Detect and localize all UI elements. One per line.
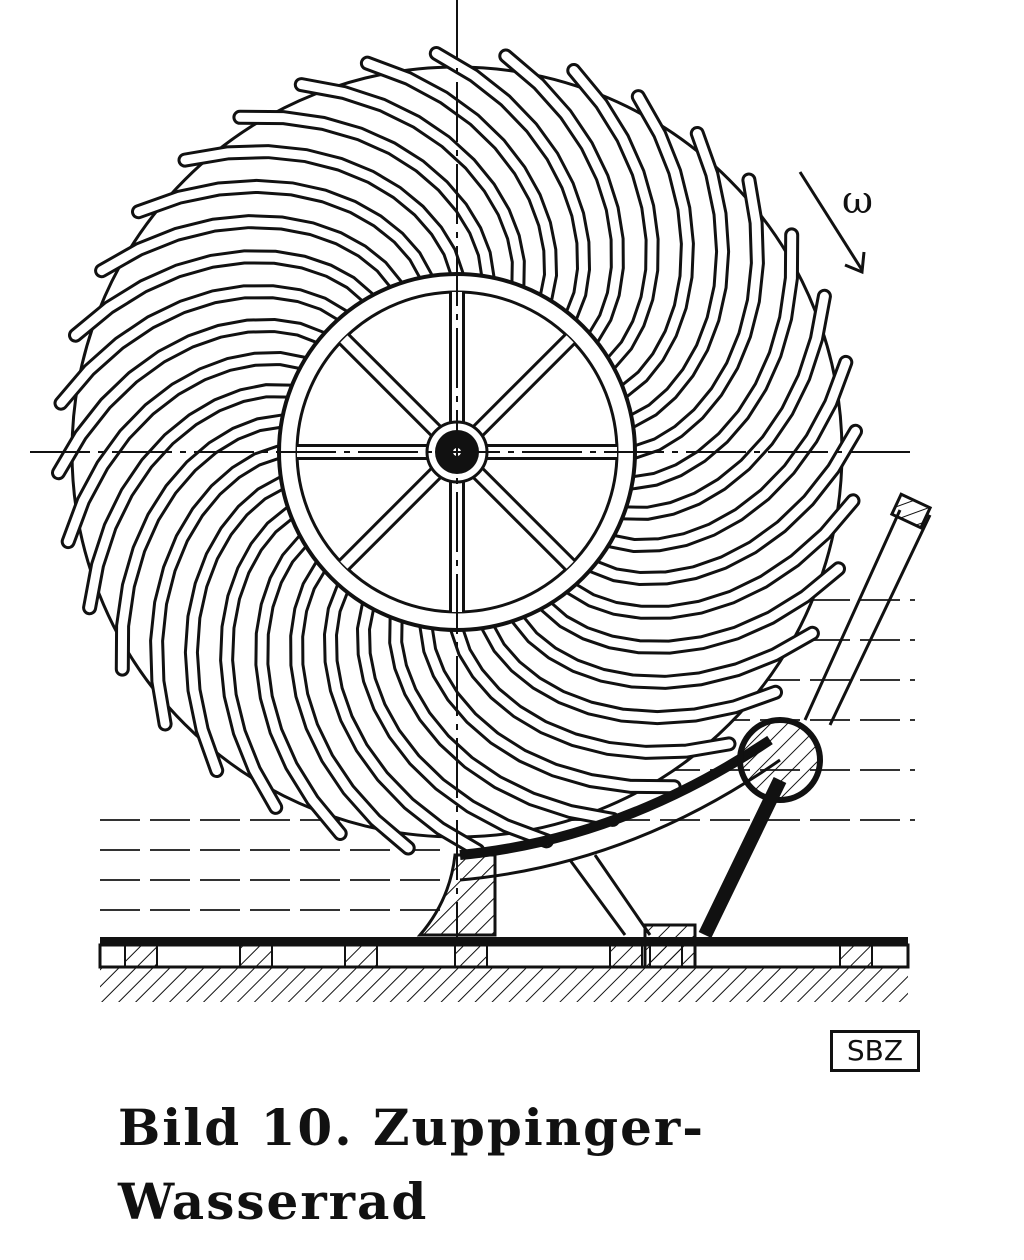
blade-inner: [235, 112, 493, 282]
blade-inner: [569, 66, 657, 368]
blade-inner: [421, 622, 679, 792]
breast-wall: [459, 735, 773, 860]
blade-inner: [134, 181, 431, 282]
breast-wall-edge: [459, 758, 781, 882]
blade-inner: [97, 217, 401, 290]
strut: [568, 854, 652, 936]
blade-inner: [292, 561, 413, 853]
blade-inner: [606, 357, 851, 551]
blade-inner: [325, 583, 483, 855]
blade-inner: [513, 614, 817, 687]
base-beam: [100, 937, 908, 945]
blade-inner: [85, 386, 295, 613]
spoke-inner: [474, 335, 574, 435]
base-block: [239, 944, 273, 968]
spoke-inner: [474, 469, 574, 569]
lever-top: [889, 492, 933, 530]
blade-inner: [630, 175, 762, 457]
pivot: [737, 717, 823, 803]
spoke-inner: [340, 469, 440, 569]
blade-inner: [588, 426, 860, 584]
blade-inner: [186, 478, 287, 775]
water-wheel: [30, 0, 915, 940]
blade-inner: [627, 230, 797, 488]
base-block: [344, 944, 378, 968]
blade-inner: [627, 129, 728, 426]
base-block: [839, 944, 873, 968]
blade-inner: [391, 614, 618, 824]
gate-lever: [803, 509, 932, 726]
blade-inner: [257, 536, 345, 838]
wheel-support: [416, 853, 497, 937]
rotation-arrow: [798, 171, 864, 271]
blade-inner: [180, 147, 462, 279]
spoke-inner: [340, 335, 440, 435]
blade-inner: [152, 447, 284, 729]
blade-inner: [117, 416, 287, 674]
blade-inner: [56, 287, 348, 408]
base-block: [124, 944, 158, 968]
blade-inner: [71, 252, 373, 340]
blade-inner: [362, 58, 556, 303]
blade-inner: [431, 49, 589, 321]
caption-line-1: Bild 10. Zuppinger-: [118, 1098, 705, 1157]
base-block: [609, 944, 643, 968]
base-slab: [98, 943, 910, 969]
sbz-mark: SBZ: [830, 1030, 920, 1072]
ground-hatching: [100, 967, 908, 1002]
omega-label: ω: [842, 178, 873, 222]
blade-inner: [619, 92, 692, 396]
rotation-arrowhead: [844, 251, 866, 275]
blade-inner: [222, 508, 295, 812]
blade-inner: [483, 622, 780, 723]
blade-inner: [452, 625, 734, 757]
blade-inner: [566, 496, 858, 617]
base-block: [454, 944, 488, 968]
blade-inner: [54, 320, 326, 478]
blade-inner: [63, 353, 308, 547]
rod-anchor: [643, 923, 697, 969]
caption-line-2: Wasserrad: [118, 1172, 429, 1231]
blade-inner: [619, 291, 829, 518]
blade-inner: [358, 601, 552, 846]
blade-inner: [541, 564, 843, 652]
base-structure: [98, 492, 933, 1002]
blade-inner: [296, 80, 523, 290]
blade-inner: [501, 51, 622, 343]
gate-rod: [698, 776, 787, 939]
